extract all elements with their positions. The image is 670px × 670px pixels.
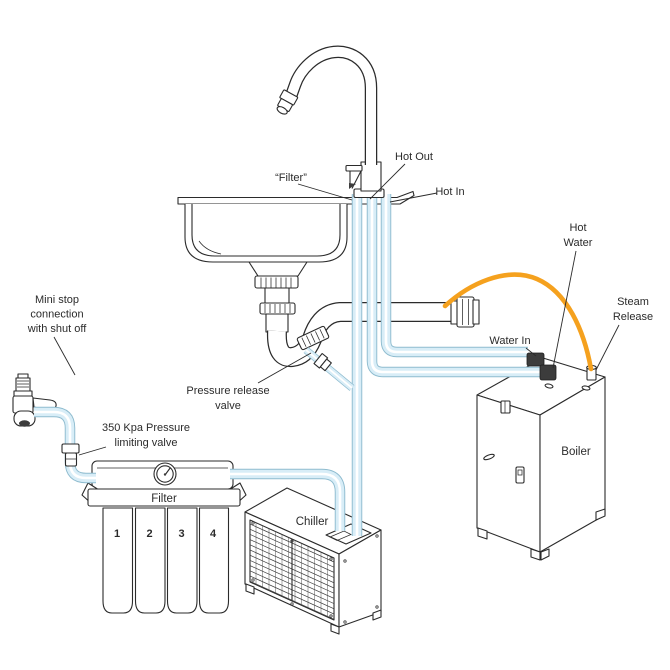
label-water-in: Water In — [489, 335, 530, 347]
pressure-release-valve — [313, 352, 332, 372]
drain-locknut-2-ribs — [264, 304, 291, 313]
boiler-top-port-1 — [544, 383, 554, 389]
label-filter-unit: Filter — [151, 493, 177, 505]
chiller-feet — [245, 583, 382, 635]
label-mini-stop-3: with shut off — [27, 323, 87, 335]
chiller-grille-frame — [249, 519, 335, 621]
callout-steam-release — [595, 324, 620, 371]
label-faucet-filter: “Filter” — [275, 172, 307, 184]
boiler-latch — [500, 400, 511, 414]
faucet-body — [360, 161, 382, 192]
callout-hot-in — [389, 192, 438, 203]
label-mini-stop-2: connection — [30, 309, 83, 321]
hot-water-fitting — [539, 364, 557, 381]
steam-release-hose — [442, 272, 594, 372]
callout-pressure-limiting — [78, 446, 107, 456]
drain-flange — [248, 261, 308, 277]
callout-mini-stop — [53, 336, 76, 376]
callout-lines — [53, 163, 620, 456]
filter-cartridge-3 — [166, 507, 198, 614]
filter-cartridge-4 — [198, 507, 230, 614]
filter-unit: 1 2 3 4 — [81, 460, 247, 614]
drain-locknut-1 — [254, 275, 299, 289]
drain-union-nut — [296, 325, 330, 351]
label-hot-water-2: Water — [564, 237, 593, 249]
callout-hot-out — [369, 163, 406, 200]
label-boiler: Boiler — [561, 446, 591, 458]
label-steam-release-2: Release — [613, 311, 653, 323]
chiller-grille-pattern — [250, 520, 334, 620]
label-pressure-release-1: Pressure release — [186, 385, 269, 397]
label-hot-water-1: Hot — [569, 222, 586, 234]
faucet-lever — [345, 164, 363, 189]
boiler-unit — [476, 357, 606, 561]
callout-water-in — [525, 347, 537, 357]
boiler-switch — [515, 466, 525, 484]
boiler-feet — [477, 508, 606, 561]
sink-inner-wall — [191, 204, 341, 257]
sink-outer-wall — [184, 204, 348, 263]
pressure-gauge — [153, 462, 177, 486]
label-hot-out: Hot Out — [395, 151, 433, 163]
pressure-release-pipe — [306, 350, 352, 388]
faucet-gooseneck — [290, 52, 371, 165]
label-hot-in: Hot In — [435, 186, 464, 198]
chiller-cutout-inner — [329, 530, 352, 541]
drain-tailpipe-1 — [264, 287, 290, 305]
faucet — [276, 52, 385, 199]
faucet-spout-tip — [276, 89, 299, 115]
label-steam-release-1: Steam — [617, 296, 649, 308]
boiler-top-port-2 — [581, 385, 591, 391]
drain-tailpipe-2 — [265, 313, 289, 333]
boiler-left-face — [476, 394, 541, 553]
filter-head-bar — [87, 488, 241, 507]
label-mini-stop-1: Mini stop — [35, 294, 79, 306]
chiller-screws — [251, 521, 379, 624]
label-pressure-limiting-1: 350 Kpa Pressure — [102, 422, 190, 434]
water-in-fitting — [526, 352, 545, 367]
chiller-unit — [244, 487, 382, 635]
callout-faucet-filter — [297, 183, 353, 201]
filter-cartridge-1 — [102, 507, 134, 614]
mini-stop-valve — [12, 373, 57, 427]
diagram-labels: “Filter” Hot Out Hot In Hot Water Steam … — [27, 151, 653, 528]
callout-pressure-release — [257, 352, 312, 384]
label-chiller: Chiller — [296, 516, 329, 528]
cartridge-number-2: 2 — [146, 528, 152, 540]
pressure-limiting-valve — [61, 443, 80, 467]
cartridge-number-4: 4 — [210, 528, 217, 540]
sink-basin — [184, 204, 348, 263]
sink-bottom-slope — [198, 240, 222, 255]
drain-assembly — [248, 261, 480, 357]
waste-pipe-union — [450, 296, 480, 328]
cartridge-number-1: 1 — [114, 528, 120, 540]
boiler-screw-slot — [483, 453, 495, 461]
filter-cartridge-2 — [134, 507, 166, 614]
label-pressure-limiting-2: limiting valve — [115, 437, 178, 449]
cartridge-number-3: 3 — [178, 528, 184, 540]
drain-locknut-1-ribs — [260, 277, 292, 288]
label-pressure-release-2: valve — [215, 400, 241, 412]
callout-hot-water — [552, 250, 577, 369]
